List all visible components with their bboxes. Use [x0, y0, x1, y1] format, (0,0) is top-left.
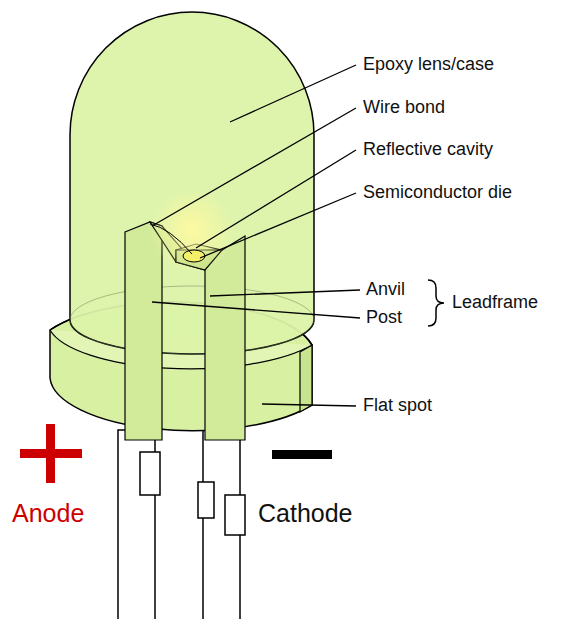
part-label: Reflective cavity	[363, 140, 493, 160]
anode-lead	[118, 430, 160, 619]
light-glow	[150, 188, 234, 272]
group-label: Leadframe	[452, 293, 538, 313]
semiconductor-die	[183, 250, 205, 262]
part-label: Epoxy lens/case	[363, 55, 494, 75]
part-label: Semiconductor die	[363, 183, 512, 203]
terminal-label: Anode	[12, 500, 84, 528]
minus-symbol	[272, 450, 332, 459]
part-label: Wire bond	[363, 98, 445, 118]
part-label: Flat spot	[363, 396, 432, 416]
cathode-lead	[198, 430, 245, 619]
plus-symbol	[20, 424, 82, 483]
wire-bond	[150, 224, 192, 254]
leader-lines	[152, 65, 360, 406]
terminal-label: Cathode	[258, 500, 353, 528]
epoxy-case	[70, 12, 314, 354]
bracket	[428, 280, 444, 326]
part-label: Anvil	[366, 280, 405, 300]
part-label: Post	[366, 308, 402, 328]
